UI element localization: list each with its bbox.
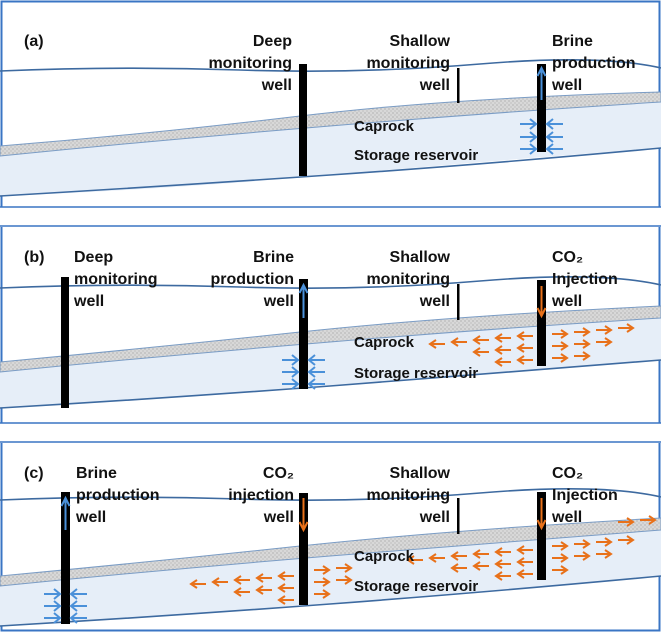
svg-text:Brine: Brine [253,249,294,266]
reservoir-bottom-line [0,575,661,627]
co2-injection-well-pipe [299,493,308,605]
svg-text:Deep: Deep [74,249,113,266]
svg-text:monitoring: monitoring [366,271,450,288]
storage-reservoir-body [0,310,661,408]
svg-text:well: well [261,77,292,94]
caprock-label: Caprock [354,334,415,351]
svg-text:well: well [75,509,106,526]
caprock-label: Caprock [354,118,415,135]
shallow-monitoring-well-pipe [457,284,460,320]
co2-injection-well-label: CO₂ Injection well [551,465,618,526]
deep-monitoring-well-label: Deep monitoring well [208,33,292,94]
panel-a-label: (a) [24,33,44,50]
svg-text:CO₂: CO₂ [552,249,583,266]
panel-b-label: (b) [24,249,44,266]
svg-text:monitoring: monitoring [366,487,450,504]
shallow-monitoring-well-label: Shallow monitoring well [366,33,450,94]
brine-production-well-label: Brine production well [210,249,294,310]
storage-reservoir-body [0,94,661,196]
svg-text:CO₂: CO₂ [263,465,294,482]
svg-text:monitoring: monitoring [74,271,158,288]
brine-inflow-arrows [44,588,87,624]
deep-monitoring-well-pipe [299,64,307,176]
svg-text:production: production [76,487,160,504]
svg-text:Injection: Injection [552,487,618,504]
caprock-layer [0,91,661,157]
svg-text:well: well [551,77,582,94]
co2-injection-well-label: CO₂ injection well [228,465,294,526]
svg-text:Shallow: Shallow [390,249,451,266]
reservoir-bottom-line [0,147,661,197]
brine-up-arrowhead [60,495,71,507]
brine-production-well-pipe [299,279,308,389]
co2-down-arrowhead [298,521,309,533]
co2-injection-well-pipe [537,280,546,366]
panel-c: (c) Caprock Storage reservoir Brine prod… [0,465,661,627]
brine-inflow-arrows [520,118,563,155]
svg-text:well: well [551,509,582,526]
co2-injection-well-label: CO₂ Injection well [551,249,618,310]
panel-a: (a) Caprock Storage reservoir Deep monit… [0,33,661,197]
reservoir-label: Storage reservoir [354,365,478,382]
svg-text:Injection: Injection [552,271,618,288]
brine-inflow-arrows [282,354,325,390]
svg-text:well: well [263,293,294,310]
shallow-monitoring-well-label: Shallow monitoring well [366,465,450,526]
brine-production-well-pipe [537,64,546,152]
caprock-layer [0,517,661,587]
svg-text:production: production [552,55,636,72]
svg-text:well: well [419,77,450,94]
co2-injection-well-pipe [537,492,546,580]
shallow-monitoring-well-pipe [457,498,460,534]
deep-monitoring-well-pipe [61,277,69,408]
caprock-layer [0,305,661,373]
svg-text:well: well [419,293,450,310]
svg-text:Brine: Brine [552,33,593,50]
brine-production-well-pipe [61,492,70,624]
svg-text:well: well [551,293,582,310]
deep-monitoring-well-label: Deep monitoring well [73,249,158,310]
svg-text:well: well [419,509,450,526]
caprock-label: Caprock [354,548,415,565]
reservoir-label: Storage reservoir [354,147,478,164]
co2-outflow-arrows [428,323,635,367]
svg-text:Shallow: Shallow [390,465,451,482]
panel-gap-1 [0,207,661,227]
svg-text:production: production [210,271,294,288]
reservoir-label: Storage reservoir [354,578,478,595]
svg-text:monitoring: monitoring [366,55,450,72]
panel-b: (b) Caprock Storage reservoir Deep monit… [0,249,661,409]
svg-text:Shallow: Shallow [390,33,451,50]
ground-surface-line [0,276,661,289]
reservoir-bottom-line [0,359,661,409]
shallow-monitoring-well-pipe [457,68,460,103]
brine-up-arrowhead [298,282,309,294]
panel-gap-2 [0,423,661,443]
ground-surface-line [0,488,661,501]
svg-text:well: well [263,509,294,526]
shallow-monitoring-well-label: Shallow monitoring well [366,249,450,310]
co2-down-arrowhead [536,519,547,531]
brine-production-well-label: Brine production well [551,33,636,94]
svg-text:injection: injection [228,487,294,504]
ground-surface-line [0,59,661,72]
panel-c-label: (c) [24,465,44,482]
svg-text:Deep: Deep [253,33,292,50]
svg-text:Brine: Brine [76,465,117,482]
svg-text:CO₂: CO₂ [552,465,583,482]
co2-down-arrowhead [536,307,547,319]
storage-reservoir-body [0,522,661,626]
svg-text:well: well [73,293,104,310]
brine-production-well-label: Brine production well [75,465,160,526]
brine-up-arrowhead [536,65,547,77]
co2-outflow-arrows [189,515,657,605]
svg-text:monitoring: monitoring [208,55,292,72]
